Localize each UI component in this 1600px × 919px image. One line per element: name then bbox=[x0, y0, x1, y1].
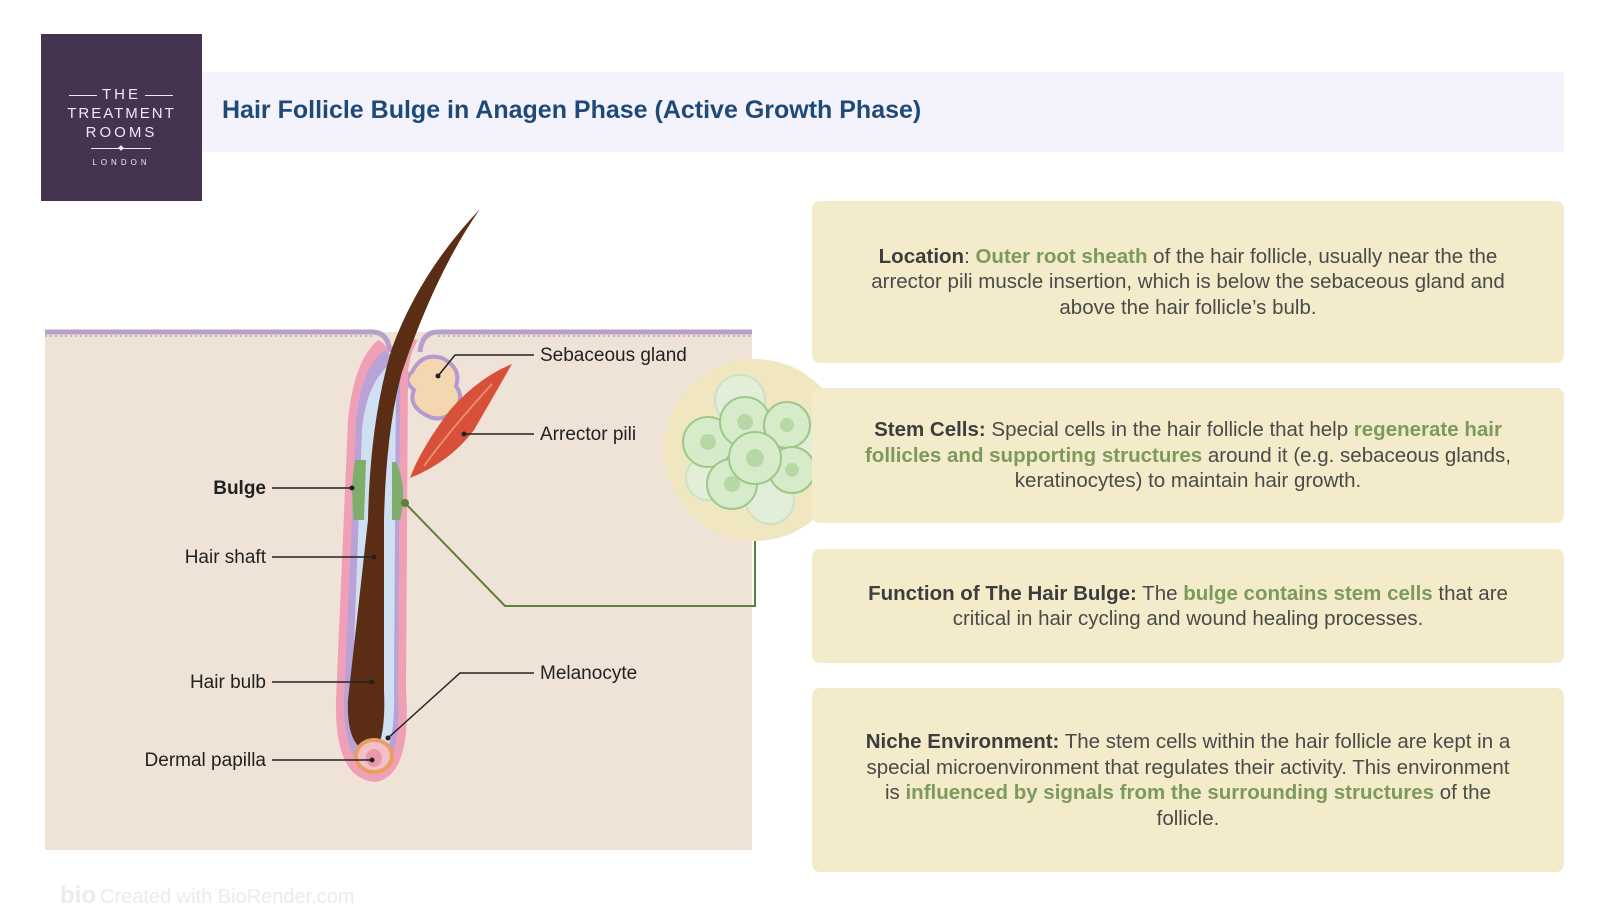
melanocyte-leader bbox=[387, 672, 534, 739]
brand-logo: THE TREATMENT ROOMS LONDON bbox=[41, 34, 202, 201]
function-highlight: bulge contains stem cells bbox=[1183, 581, 1433, 605]
location-text-a: : bbox=[964, 244, 976, 268]
function-text-b: that are critical in hair cycling and wo… bbox=[952, 581, 1508, 631]
logo-rule-right bbox=[145, 95, 173, 96]
info-box-location: Location: Outer root sheath of the hair … bbox=[812, 201, 1564, 363]
magnifier-connector-line bbox=[404, 502, 756, 607]
leader-dots bbox=[349, 373, 467, 763]
watermark-text: Created with BioRender.com bbox=[100, 886, 355, 908]
leader-lines bbox=[272, 354, 534, 761]
niche-text-b: of the follicle. bbox=[1156, 781, 1491, 830]
function-text: Function of The Hair Bulge: The bulge co… bbox=[858, 581, 1518, 632]
label-melanocyte: Melanocyte bbox=[540, 663, 637, 684]
epidermis-layer bbox=[45, 329, 752, 353]
location-heading: Location bbox=[878, 244, 965, 268]
label-hair-shaft: Hair shaft bbox=[185, 547, 267, 568]
bulge-cluster-left bbox=[352, 460, 366, 520]
location-text-b: of the hair follicle, usually near the t… bbox=[871, 244, 1505, 319]
label-sebaceous-gland: Sebaceous gland bbox=[540, 345, 687, 366]
stem-cells-text-b: around it (e.g. sebaceous glands, kerati… bbox=[1014, 443, 1511, 493]
label-dermal-papilla: Dermal papilla bbox=[145, 750, 267, 771]
logo-line-4: LONDON bbox=[92, 158, 151, 167]
location-text: Location: Outer root sheath of the hair … bbox=[858, 244, 1518, 321]
hair-shaft bbox=[347, 209, 480, 752]
niche-text: Niche Environment: The stem cells within… bbox=[858, 729, 1518, 831]
label-bulge: Bulge bbox=[213, 478, 266, 499]
stem-cells-text-a: Special cells in the hair follicle that … bbox=[985, 418, 1354, 442]
logo-rule-left bbox=[69, 95, 97, 96]
logo-line-1: THE bbox=[102, 86, 141, 103]
location-highlight: Outer root sheath bbox=[975, 244, 1148, 268]
watermark-brand: bio bbox=[60, 882, 96, 909]
stem-cells-highlight: regenerate hair follicles and supporting… bbox=[864, 418, 1502, 467]
niche-text-a: The stem cells within the hair follicle … bbox=[866, 730, 1511, 804]
logo-line-3: ROOMS bbox=[85, 124, 158, 141]
logo-line-2: TREATMENT bbox=[67, 105, 176, 122]
bulge-anchor-dot bbox=[401, 499, 409, 507]
label-hair-bulb: Hair bulb bbox=[190, 672, 266, 693]
stem-cells-heading: Stem Cells: bbox=[874, 418, 986, 442]
info-box-stem-cells: Stem Cells: Special cells in the hair fo… bbox=[812, 388, 1564, 523]
papilla-core bbox=[366, 749, 382, 767]
niche-highlight: influenced by signals from the surroundi… bbox=[905, 781, 1434, 804]
function-text-a: The bbox=[1136, 581, 1184, 605]
stem-cells-text: Stem Cells: Special cells in the hair fo… bbox=[858, 417, 1518, 494]
info-box-function: Function of The Hair Bulge: The bulge co… bbox=[812, 549, 1564, 663]
niche-heading: Niche Environment: bbox=[865, 730, 1060, 753]
info-box-niche: Niche Environment: The stem cells within… bbox=[812, 688, 1564, 872]
stem-cell-cluster bbox=[682, 374, 834, 525]
function-heading: Function of The Hair Bulge: bbox=[868, 581, 1137, 605]
bulge-cluster-right bbox=[392, 462, 404, 520]
sebaceous-leader bbox=[437, 354, 534, 377]
label-arrector-pili: Arrector pili bbox=[540, 424, 636, 445]
page-title: Hair Follicle Bulge in Anagen Phase (Act… bbox=[222, 96, 922, 124]
muscle-fiber bbox=[423, 383, 493, 467]
title-bar: Hair Follicle Bulge in Anagen Phase (Act… bbox=[202, 72, 1564, 152]
